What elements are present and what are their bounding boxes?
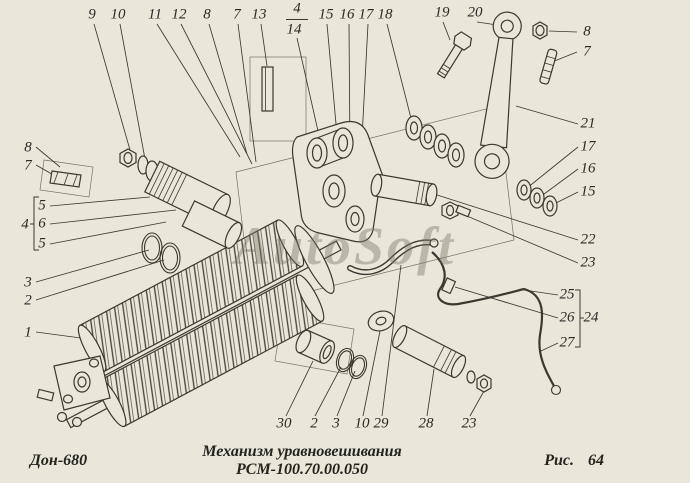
- splined-shaft: [119, 148, 243, 249]
- callout-5: 5: [38, 197, 46, 214]
- bent-rod: [347, 238, 439, 276]
- callout-2: 2: [24, 292, 32, 309]
- nut-and-pin-top-right: [532, 21, 558, 85]
- callout-10: 10: [110, 6, 126, 23]
- callout-20: 20: [467, 4, 483, 21]
- callout-17: 17: [358, 6, 374, 23]
- callout-16: 16: [580, 160, 596, 177]
- callout-2: 2: [310, 415, 318, 432]
- washer-stack-left: [405, 115, 465, 168]
- bolt: [436, 31, 473, 79]
- callout-30: 30: [276, 415, 292, 432]
- callout-15: 15: [580, 183, 596, 200]
- callout-26: 26: [559, 309, 575, 326]
- callout-1: 1: [24, 324, 32, 341]
- callout-25: 25: [559, 286, 575, 303]
- callout-7: 7: [24, 157, 32, 174]
- model-label: Дон-680: [30, 452, 88, 469]
- bushing-and-rings: [295, 329, 368, 380]
- callout-19: 19: [434, 4, 450, 21]
- callout-15: 15: [318, 6, 334, 23]
- callout-21: 21: [580, 115, 596, 132]
- callout-4: 4: [21, 216, 29, 233]
- callout-8: 8: [24, 139, 32, 156]
- callout-6: 6: [38, 215, 46, 232]
- snap-rings-left: [141, 232, 181, 274]
- shim-plate: [49, 170, 82, 188]
- callout-13: 13: [251, 6, 267, 23]
- callout-28: 28: [418, 415, 434, 432]
- callout-17: 17: [580, 138, 596, 155]
- callout-18: 18: [377, 6, 393, 23]
- callout-brackets: [30, 19, 584, 348]
- callout-23: 23: [461, 415, 477, 432]
- callout-7: 7: [233, 6, 241, 23]
- pivot-pin: [370, 173, 438, 207]
- callout-27: 27: [559, 334, 575, 351]
- mount-bracket: [36, 355, 111, 428]
- nut-bottom: [466, 370, 492, 393]
- callout-29: 29: [373, 415, 389, 432]
- callout-24: 24: [583, 309, 599, 326]
- callout-5: 5: [38, 235, 46, 252]
- callout-11: 11: [148, 6, 162, 23]
- callout-3: 3: [332, 415, 340, 432]
- callout-10: 10: [354, 415, 370, 432]
- callout-7: 7: [583, 43, 591, 60]
- callout-8: 8: [203, 6, 211, 23]
- callout-14: 14: [286, 21, 302, 38]
- flat-washer: [367, 310, 395, 332]
- figure-number: Рис. 64: [544, 452, 604, 469]
- exploded-view-drawing: [30, 11, 584, 429]
- callout-16: 16: [339, 6, 355, 23]
- callout-4: 4: [293, 0, 301, 17]
- callout-23: 23: [580, 254, 596, 271]
- callout-9: 9: [88, 6, 96, 23]
- spring-assembly: [65, 219, 342, 429]
- lever-arm: [474, 11, 522, 179]
- key-plate: [261, 66, 274, 112]
- pin-nut: [441, 201, 472, 220]
- leader-lines: [35, 21, 579, 417]
- cylinder-pin: [392, 325, 467, 379]
- callout-12: 12: [171, 6, 187, 23]
- callout-22: 22: [580, 231, 596, 248]
- caption-row: Дон-680 Механизм уравновешивания РСМ-100…: [0, 443, 690, 478]
- washer-stack-right: [516, 179, 558, 217]
- callout-3: 3: [24, 274, 32, 291]
- tension-cable: [431, 251, 562, 396]
- figure-title: Механизм уравновешивания РСМ-100.70.00.0…: [202, 443, 402, 478]
- central-housing: [291, 120, 385, 243]
- callout-8: 8: [583, 23, 591, 40]
